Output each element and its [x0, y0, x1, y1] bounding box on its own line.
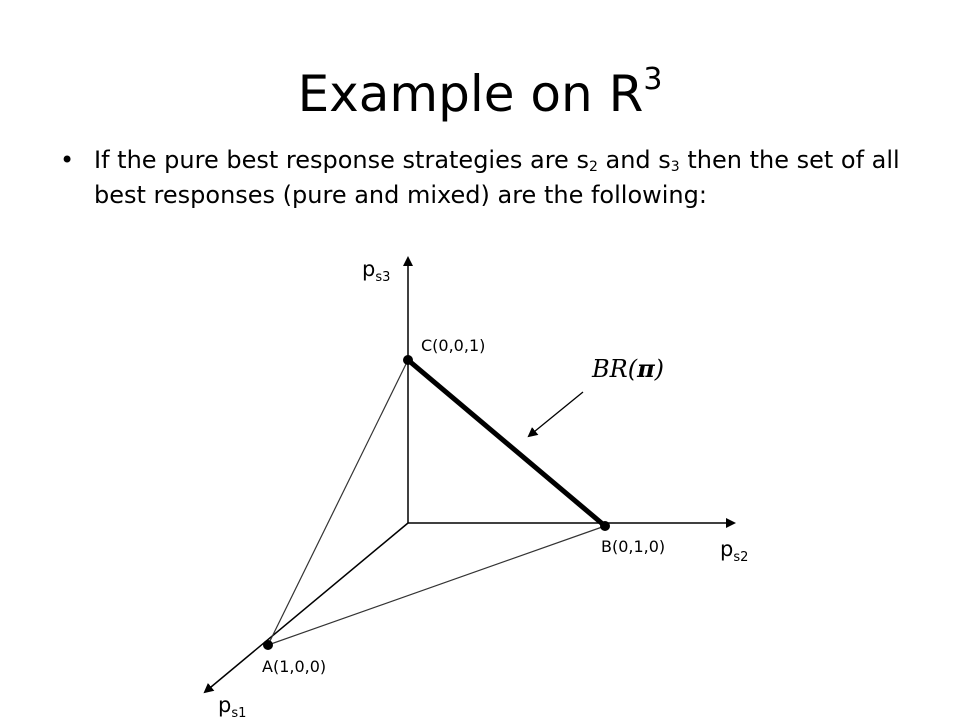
title-superscript: 3 [643, 62, 663, 97]
edge-a-b [267, 525, 606, 646]
bullet-item: • If the pure best response strategies a… [60, 143, 940, 213]
axis-label-ps3: ps3 [362, 257, 390, 285]
axis-ps1 [203, 522, 409, 694]
axis-label-ps2: ps2 [720, 537, 748, 565]
bullet-text-part2: and s [597, 146, 671, 174]
bullet-marker: • [60, 146, 75, 174]
bullet-subscript-3: 3 [670, 159, 680, 175]
bullet-text-part1: If the pure best response strategies are… [94, 146, 589, 174]
point-label-a: A(1,0,0) [262, 657, 326, 676]
point-label-c: C(0,0,1) [421, 336, 485, 355]
title-main: Example on R [297, 65, 644, 123]
point-a [263, 640, 273, 650]
bullet-text: If the pure best response strategies are… [94, 143, 940, 213]
bullet-subscript-2: 2 [588, 159, 598, 175]
point-b [600, 521, 610, 531]
axis-label-ps1: ps1 [218, 693, 246, 720]
point-c [403, 355, 413, 365]
br-pointer-arrow [527, 391, 584, 438]
best-response-segment [406, 358, 607, 528]
edge-a-c [267, 359, 409, 646]
slide-title: Example on R3 [0, 62, 960, 126]
point-label-b: B(0,1,0) [601, 537, 665, 556]
bullet-text-part3: then the set of all best responses (pure… [94, 146, 900, 209]
br-label: BR(π) [591, 354, 664, 383]
